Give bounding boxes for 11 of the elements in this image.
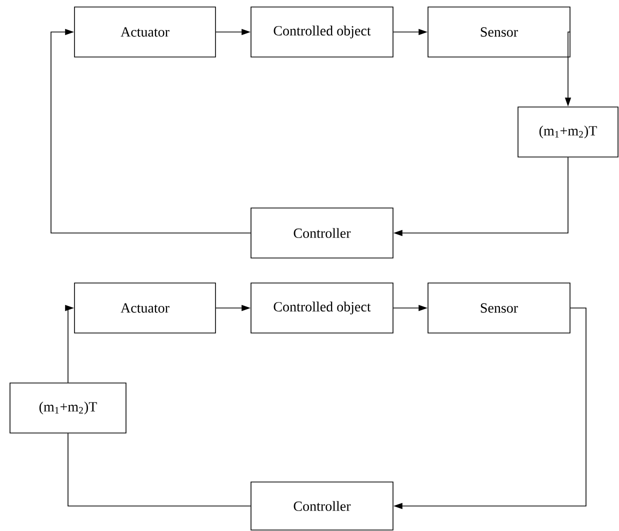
process-box: Sensor (428, 282, 570, 334)
arrow (50, 28, 251, 234)
process-box: Controlled object (250, 282, 394, 334)
process-box: Sensor (428, 6, 570, 58)
process-box: Controlled object (250, 6, 394, 58)
process-box: Controller (250, 482, 394, 530)
process-box: (m$_{1}$+m$_{2}$)T (518, 106, 618, 158)
process-box: Actuator (74, 6, 216, 58)
process-box: Controller (250, 208, 394, 258)
process-box: (m$_{1}$+m$_{2}$)T (10, 382, 126, 434)
process-box: Actuator (74, 282, 216, 334)
